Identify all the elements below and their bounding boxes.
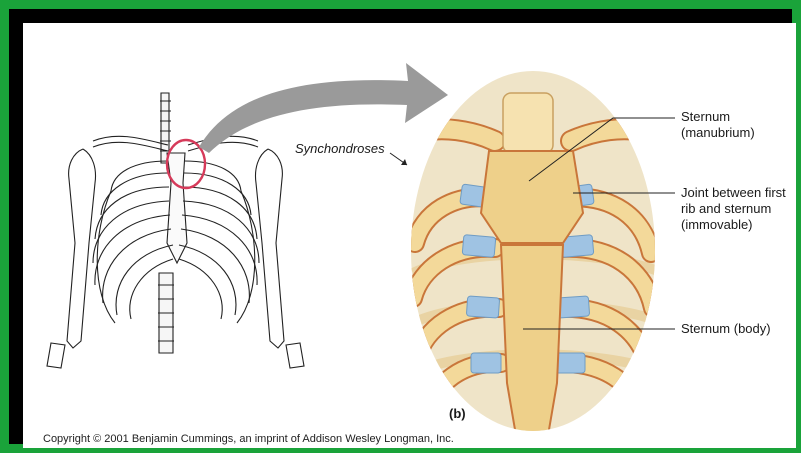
label-synchondroses: Synchondroses [295,141,385,156]
copyright-notice: Copyright © 2001 Benjamin Cummings, an i… [43,433,454,445]
figure-canvas: Synchondroses Sternum (manubrium) Joint … [23,23,796,448]
panel-label: (b) [449,406,466,421]
label-sternum-manubrium-line2: (manubrium) [681,125,755,140]
synchondroses-pointer [390,153,407,165]
label-joint-line3: (immovable) [681,217,753,232]
thorax-skeleton-drawing [47,93,304,368]
label-joint-line2: rib and sternum [681,201,771,216]
figure-svg: Synchondroses Sternum (manubrium) Joint … [23,23,796,448]
zoom-arrow [199,63,448,153]
sternum-magnified-illustration [411,71,663,448]
label-joint-line1: Joint between first [681,185,786,200]
label-sternum-manubrium-line1: Sternum [681,109,730,124]
label-sternum-body: Sternum (body) [681,321,771,336]
